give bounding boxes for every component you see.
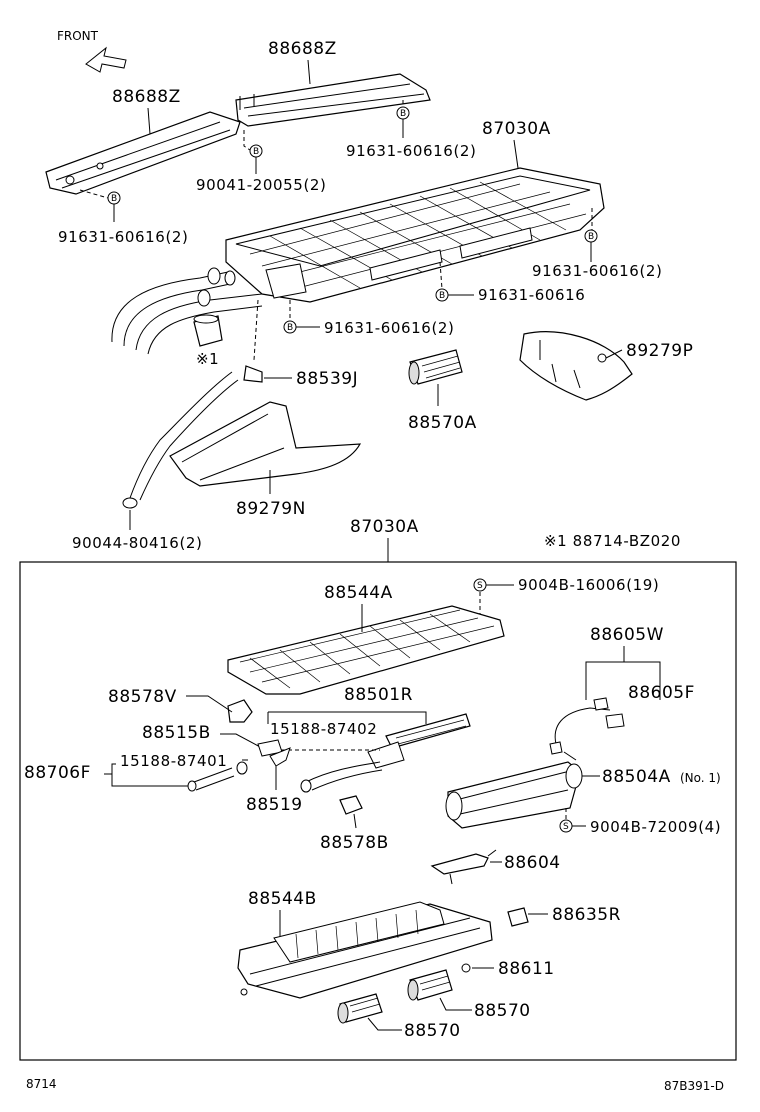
part-88605-drawing [549, 697, 625, 761]
part-89279N-drawing [169, 401, 362, 487]
label-87030A-assembly: 87030A [350, 517, 419, 537]
label-87030A-top: 87030A [482, 119, 551, 139]
part-88570-bottom-drawing [337, 993, 383, 1024]
part-88570A-drawing [408, 349, 463, 385]
label-88570A: 88570A [408, 413, 477, 433]
label-88635R: 88635R [552, 905, 621, 925]
label-88501R: 88501R [344, 685, 413, 705]
part-88544B-drawing [237, 901, 493, 999]
screw-icon: S [559, 819, 573, 833]
part-88539J-drawing [122, 299, 263, 509]
label-88570-right: 88570 [474, 1001, 531, 1021]
label-88519: 88519 [246, 795, 303, 815]
part-88501R-drawing [300, 713, 471, 793]
front-label: FRONT [57, 29, 99, 43]
label-89279P: 89279P [626, 341, 693, 361]
svg-text:S: S [477, 581, 483, 591]
front-arrow: FRONT [57, 29, 127, 73]
label-88504A-suffix: (No. 1) [680, 771, 721, 785]
part-89279P-drawing [519, 331, 633, 401]
part-87030A-drawing [225, 167, 605, 303]
label-88688Z-right: 88688Z [268, 39, 337, 59]
label-bolt-91631-right: 91631-60616(2) [532, 262, 663, 280]
svg-text:B: B [253, 147, 259, 157]
label-88688Z-left: 88688Z [112, 87, 181, 107]
svg-text:B: B [439, 291, 445, 301]
footer-left: 8714 [26, 1077, 57, 1091]
label-bolt-91631-right-top: 91631-60616(2) [346, 142, 477, 160]
bolt-icon: B [396, 106, 410, 120]
label-88604: 88604 [504, 853, 561, 873]
part-88706F-drawing [187, 761, 248, 792]
part-88578V-drawing [227, 699, 253, 723]
duct-hoses-drawing [111, 267, 263, 355]
label-88544B: 88544B [248, 889, 317, 909]
label-88605W: 88605W [590, 625, 664, 645]
svg-text:B: B [111, 194, 117, 204]
label-90044: 90044-80416(2) [72, 534, 203, 552]
svg-text:B: B [287, 323, 293, 333]
footer-right: 87B391-D [664, 1079, 724, 1093]
label-15188-87402: 15188-87402 [270, 720, 377, 738]
part-88604-drawing [430, 849, 497, 885]
bolt-icon: B [249, 144, 263, 158]
label-88515B: 88515B [142, 723, 211, 743]
bolt-icon: B [435, 288, 449, 302]
bolt-icon: B [584, 229, 598, 243]
label-88706F: 88706F [24, 763, 91, 783]
label-88544A: 88544A [324, 583, 393, 603]
label-88578B: 88578B [320, 833, 389, 853]
part-88544A-drawing [227, 605, 505, 695]
label-bolt-91631-single: 91631-60616 [478, 286, 585, 304]
assembly-note: ※1 88714-BZ020 [544, 532, 681, 550]
screw-icon: S [473, 578, 487, 592]
assembly-frame [19, 561, 737, 1061]
label-bolt-90041: 90041-20055(2) [196, 176, 327, 194]
label-88605F: 88605F [628, 683, 695, 703]
part-88611-drawing [461, 963, 471, 973]
label-88504A: 88504A [602, 767, 671, 787]
part-88578B-drawing [339, 795, 363, 815]
part-88688Z-right-drawing [235, 73, 431, 127]
label-88539J: 88539J [296, 369, 358, 389]
label-15188-87401: 15188-87401 [120, 752, 227, 770]
svg-text:B: B [400, 109, 406, 119]
svg-text:S: S [563, 822, 569, 832]
svg-text:B: B [588, 232, 594, 242]
part-88635R-drawing [507, 907, 529, 927]
label-88570-bottom: 88570 [404, 1021, 461, 1041]
front-arrow-icon [85, 46, 127, 73]
bolt-icon: B [107, 191, 121, 205]
label-88611: 88611 [498, 959, 555, 979]
label-bolt-91631-left: 91631-60616(2) [58, 228, 189, 246]
label-screw-9004B-16006: 9004B-16006(19) [518, 576, 659, 594]
label-88578V: 88578V [108, 687, 177, 707]
part-88504A-drawing [445, 761, 583, 829]
part-88714-drawing [193, 314, 223, 347]
label-screw-9004B-72009: 9004B-72009(4) [590, 818, 721, 836]
bolt-icon: B [283, 320, 297, 334]
label-bolt-91631-center: 91631-60616(2) [324, 319, 455, 337]
label-mark1: ※1 [196, 350, 219, 368]
label-89279N: 89279N [236, 499, 306, 519]
part-88570-right-drawing [407, 969, 453, 1001]
part-88688Z-left-drawing [45, 111, 241, 195]
part-88519-drawing [269, 747, 291, 767]
